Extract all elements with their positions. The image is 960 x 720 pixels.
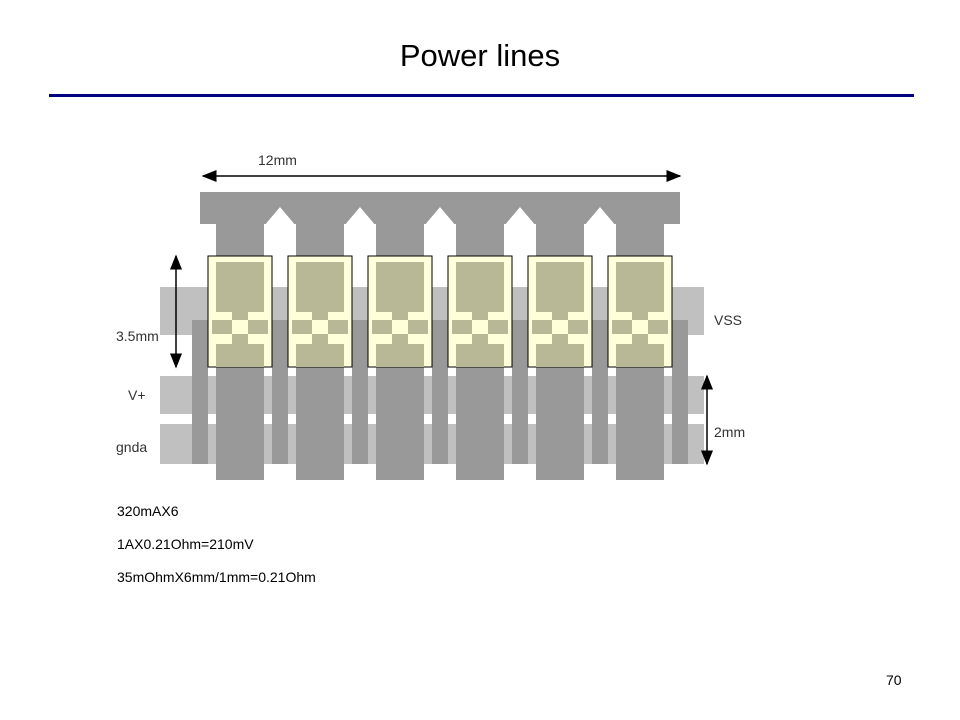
chip-neck xyxy=(392,312,408,320)
rail-strip xyxy=(192,320,208,464)
manifold-notch xyxy=(424,207,456,226)
rail-strip xyxy=(352,320,368,464)
chip-bottom-pad xyxy=(456,344,504,367)
top-trace-manifold xyxy=(200,192,680,270)
chip-bottom-pad xyxy=(376,344,424,367)
page-title: Power lines xyxy=(399,38,561,73)
chip-left-tab xyxy=(212,320,232,334)
title-divider xyxy=(49,94,914,97)
chip-neck xyxy=(312,312,328,320)
chip-lower-stem xyxy=(216,367,264,480)
chip-right-tab xyxy=(248,320,268,334)
chip-left-tab xyxy=(292,320,312,334)
chip-neck xyxy=(472,312,488,320)
height-dimension-label: 3.5mm xyxy=(116,328,159,344)
chip xyxy=(287,255,353,368)
chip xyxy=(207,255,273,368)
note-resistance: 35mOhmX6mm/1mm=0.21Ohm xyxy=(117,569,316,585)
rail-strip xyxy=(272,320,288,464)
chip-top-pad xyxy=(456,262,504,312)
note-current: 320mAX6 xyxy=(117,503,179,519)
chip-neck xyxy=(232,312,248,320)
chip-array xyxy=(207,255,673,368)
chip-top-pad xyxy=(536,262,584,312)
chip-top-pad xyxy=(216,262,264,312)
chip-lower-neck xyxy=(552,334,568,344)
chip-left-tab xyxy=(612,320,632,334)
manifold-notch xyxy=(504,207,536,226)
chip-lower-stem xyxy=(296,367,344,480)
chip-left-tab xyxy=(452,320,472,334)
chip-right-tab xyxy=(568,320,588,334)
chip-lower-stem xyxy=(456,367,504,480)
chip-right-tab xyxy=(488,320,508,334)
manifold-notch xyxy=(584,207,616,226)
chip-right-tab xyxy=(328,320,348,334)
chip-center-gap xyxy=(632,320,648,334)
chip-center-gap xyxy=(392,320,408,334)
chip-neck xyxy=(632,312,648,320)
vplus-label: V+ xyxy=(128,387,146,403)
chip-right-tab xyxy=(648,320,668,334)
chip-top-pad xyxy=(376,262,424,312)
chip-lower-neck xyxy=(632,334,648,344)
bus-dimension-label: 2mm xyxy=(714,424,745,440)
note-voltage-drop: 1AX0.21Ohm=210mV xyxy=(117,536,254,552)
chip-bottom-pad xyxy=(616,344,664,367)
chip xyxy=(607,255,673,368)
chip xyxy=(447,255,513,368)
chip-center-gap xyxy=(312,320,328,334)
chip-bottom-pad xyxy=(536,344,584,367)
chip xyxy=(527,255,593,368)
gnda-label: gnda xyxy=(116,439,147,455)
manifold-notch xyxy=(344,207,376,226)
rail-strip xyxy=(512,320,528,464)
manifold-notch xyxy=(264,207,296,226)
chip-lower-stem xyxy=(376,367,424,480)
rail-strip xyxy=(592,320,608,464)
chip-bottom-pad xyxy=(216,344,264,367)
vss-label: VSS xyxy=(714,312,742,328)
chip-neck xyxy=(552,312,568,320)
chip-lower-neck xyxy=(312,334,328,344)
chip-center-gap xyxy=(552,320,568,334)
chip-lower-neck xyxy=(232,334,248,344)
chip-left-tab xyxy=(372,320,392,334)
chip-lower-stem xyxy=(536,367,584,480)
chip-lower-stem xyxy=(616,367,664,480)
chip-right-tab xyxy=(408,320,428,334)
width-dimension-label: 12mm xyxy=(258,152,297,168)
chip-lower-neck xyxy=(392,334,408,344)
chip-left-tab xyxy=(532,320,552,334)
chip-top-pad xyxy=(296,262,344,312)
rail-strip xyxy=(432,320,448,464)
chip-bottom-pad xyxy=(296,344,344,367)
chip-center-gap xyxy=(472,320,488,334)
chip-lower-neck xyxy=(472,334,488,344)
page-number: 70 xyxy=(886,672,902,688)
bottom-rails xyxy=(192,320,688,480)
chip-center-gap xyxy=(232,320,248,334)
rail-strip xyxy=(672,320,688,464)
chip xyxy=(367,255,433,368)
chip-top-pad xyxy=(616,262,664,312)
